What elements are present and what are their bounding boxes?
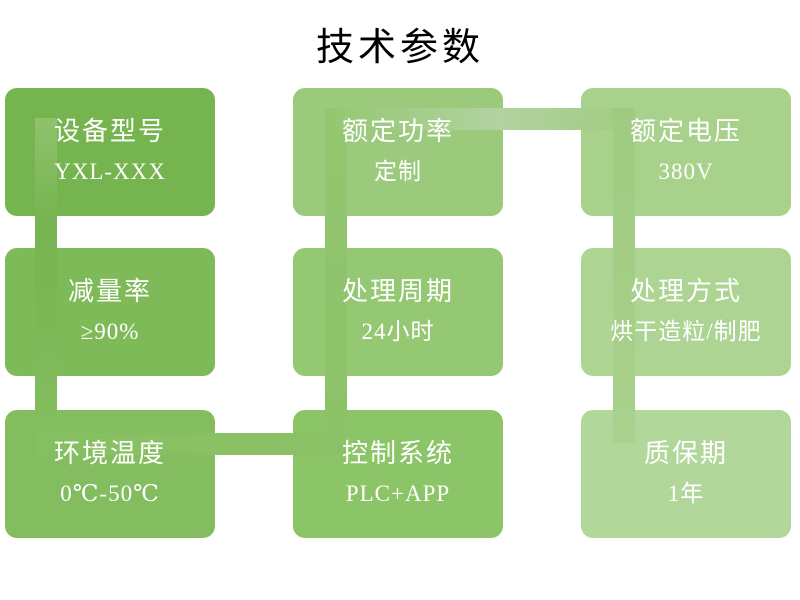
snake-connector-segment-column3 xyxy=(613,108,635,443)
snake-connector-segment-column2 xyxy=(325,108,347,455)
spec-label: 减量率 xyxy=(67,277,152,306)
spec-label: 额定电压 xyxy=(629,117,742,146)
spec-label: 额定功率 xyxy=(341,117,454,146)
snake-connector-segment-column1 xyxy=(35,118,57,455)
spec-label: 处理周期 xyxy=(341,277,454,306)
spec-value: 24小时 xyxy=(361,319,435,344)
spec-value: YXL-XXX xyxy=(54,159,166,184)
spec-value: PLC+APP xyxy=(345,481,451,506)
spec-value: 0℃-50℃ xyxy=(60,481,160,506)
spec-label: 控制系统 xyxy=(341,439,454,468)
spec-label: 设备型号 xyxy=(53,117,166,146)
spec-label: 环境温度 xyxy=(53,439,166,468)
spec-value: ≥90% xyxy=(80,319,140,344)
spec-value: 烘干造粒/制肥 xyxy=(610,319,762,344)
spec-value: 定制 xyxy=(374,159,422,184)
spec-value: 380V xyxy=(658,159,714,184)
snake-connector-segment-bottom xyxy=(35,433,347,455)
snake-connector-segment-top xyxy=(335,108,635,130)
spec-value: 1年 xyxy=(667,481,705,506)
spec-label: 处理方式 xyxy=(629,277,742,306)
spec-label: 质保期 xyxy=(643,439,728,468)
slide-title: 技术参数 xyxy=(315,27,484,69)
